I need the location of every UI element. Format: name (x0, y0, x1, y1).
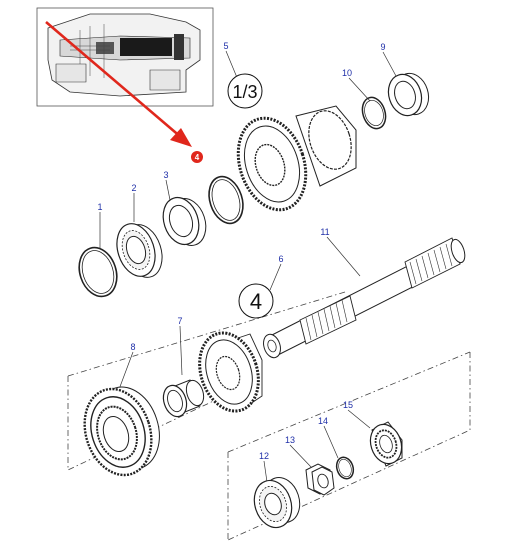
part-12-bearing (253, 477, 301, 529)
callout-14: 14 (318, 416, 328, 426)
callout-10: 10 (342, 68, 352, 78)
callout-13: 13 (285, 435, 295, 445)
part-4-snap-ring (208, 175, 244, 225)
highlight-badge-label: 4 (195, 153, 200, 162)
callout-9: 9 (380, 42, 385, 52)
callout-2: 2 (131, 183, 136, 193)
transmission-overview-thumbnail (36, 7, 214, 107)
part-13-nut (305, 463, 335, 496)
group-label-upper: 1/3 (227, 73, 263, 109)
callout-numbers: 1 2 3 5 6 7 8 9 10 11 12 13 14 15 (97, 41, 385, 461)
highlight-arrow (45, 21, 192, 147)
part-3-bearing (162, 196, 207, 246)
callout-1: 1 (97, 202, 102, 212)
callout-7: 7 (177, 316, 182, 326)
callout-15: 15 (343, 400, 353, 410)
callout-8: 8 (130, 342, 135, 352)
part-5-gear (236, 105, 357, 212)
assembly-boundary-lines (67, 291, 471, 541)
part-14-snap-ring (335, 456, 355, 480)
callout-5: 5 (223, 41, 228, 51)
part-10-snap-ring (361, 96, 387, 130)
group-label-upper-text: 1/3 (232, 82, 257, 102)
callout-12: 12 (259, 451, 269, 461)
part-2-ball-bearing (116, 223, 163, 278)
callout-3: 3 (163, 170, 168, 180)
part-1-snap-ring (78, 246, 118, 298)
group-label-lower-text: 4 (250, 289, 262, 314)
group-label-lower: 4 (238, 283, 274, 319)
callout-6: 6 (278, 254, 283, 264)
part-7-sleeve (162, 379, 205, 418)
part-8-synchronizer (83, 386, 160, 477)
part-11-main-shaft (263, 237, 466, 359)
leader-lines (99, 50, 397, 483)
callout-11: 11 (320, 227, 329, 237)
part-15-seal (369, 421, 403, 467)
part-6-gear (198, 331, 263, 413)
part-9-bearing (387, 72, 430, 117)
highlight-badge: 4 (191, 151, 203, 163)
